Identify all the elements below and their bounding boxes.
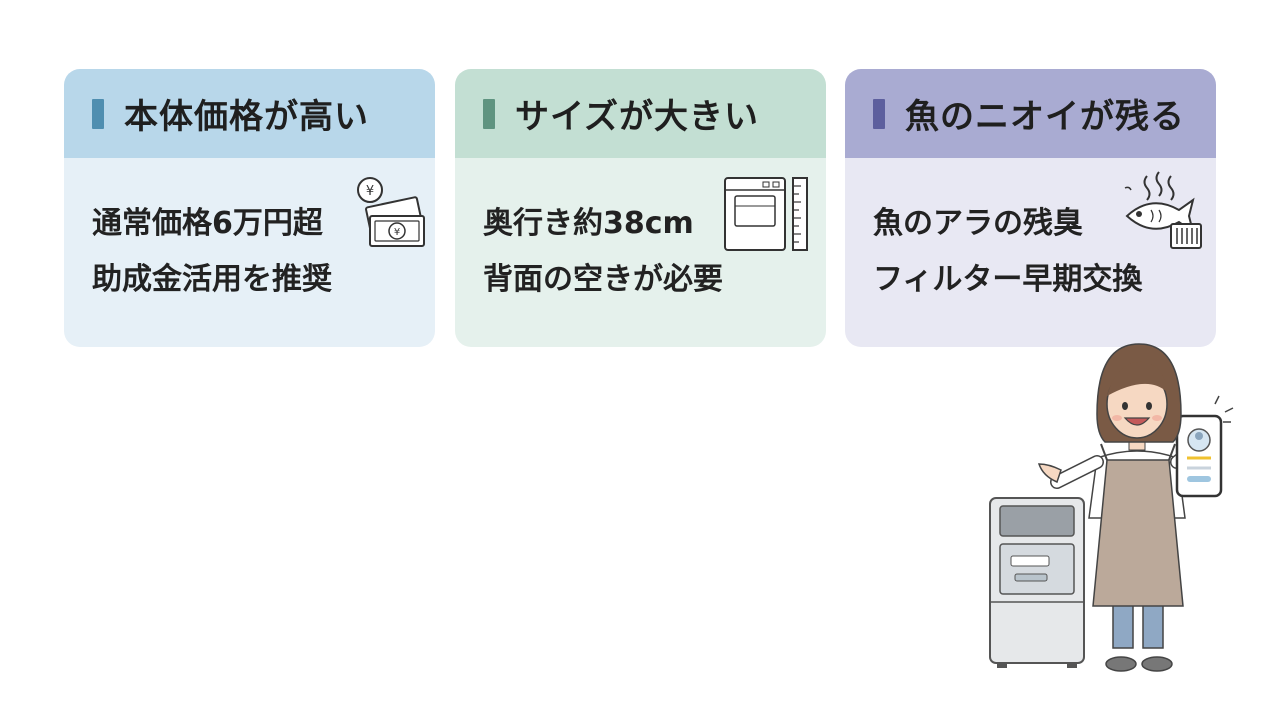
- card-title: 魚のニオイが残る: [905, 97, 1185, 137]
- accent-bar: [873, 98, 885, 129]
- card-line: 助成金活用を推奨: [92, 262, 332, 297]
- card-body: 魚のアラの残臭 フィルター早期交換: [845, 158, 1216, 347]
- yen-bills-icon: ¥ ¥: [357, 177, 425, 247]
- appliance-ruler-icon: [724, 177, 808, 251]
- woman-illustration: [989, 343, 1234, 672]
- card-line: フィルター早期交換: [873, 262, 1143, 297]
- smartphone-icon: [1175, 395, 1234, 498]
- card-title: サイズが大きい: [515, 97, 759, 137]
- svg-text:¥: ¥: [366, 184, 374, 199]
- card-price: 本体価格が高い 通常価格6万円超 助成金活用を推奨 ¥ ¥: [64, 69, 435, 347]
- card-header: 魚のニオイが残る: [845, 69, 1216, 158]
- card-header: 本体価格が高い: [64, 69, 435, 158]
- card-line: 背面の空きが必要: [483, 262, 723, 297]
- accent-bar: [483, 98, 495, 129]
- card-header: サイズが大きい: [455, 69, 826, 158]
- card-smell: 魚のニオイが残る 魚のアラの残臭 フィルター早期交換: [845, 69, 1216, 347]
- card-title: 本体価格が高い: [124, 97, 369, 137]
- card-line: 魚のアラの残臭: [873, 206, 1083, 241]
- card-line: 通常価格6万円超: [92, 206, 323, 241]
- card-line: 奥行き約38cm: [483, 206, 694, 241]
- accent-bar: [92, 98, 104, 129]
- card-body: 通常価格6万円超 助成金活用を推奨 ¥ ¥: [64, 158, 435, 347]
- card-size: サイズが大きい 奥行き約38cm 背面の空きが必要: [455, 69, 826, 347]
- appliance-icon: [989, 497, 1085, 668]
- smelly-fish-icon: [1124, 171, 1202, 249]
- svg-text:¥: ¥: [394, 227, 400, 238]
- card-body: 奥行き約38cm 背面の空きが必要: [455, 158, 826, 347]
